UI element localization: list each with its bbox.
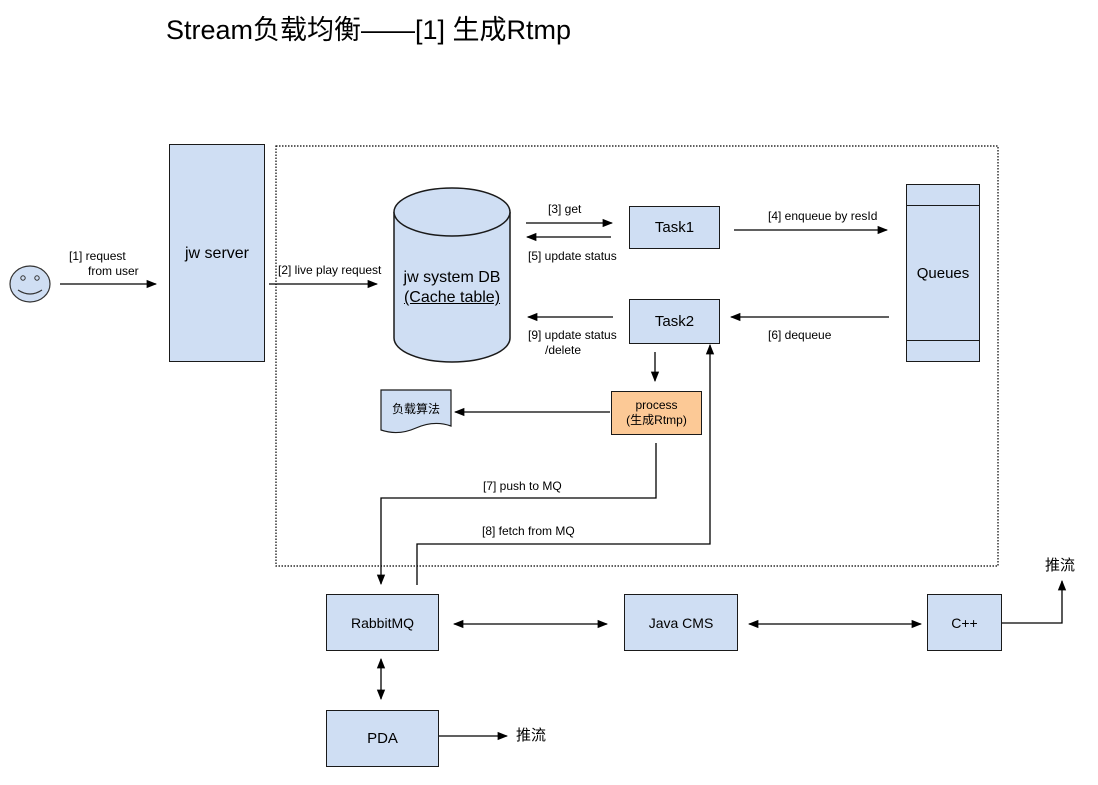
db-label: jw system DB (Cache table) <box>403 269 501 306</box>
edge-7-label: [7] push to MQ <box>483 479 562 493</box>
queues-node[interactable]: Queues <box>906 184 980 362</box>
cpp-push-arrow <box>1002 579 1067 624</box>
cpp-node[interactable]: C++ <box>927 594 1002 651</box>
edge-7-arrow <box>376 443 657 586</box>
system-boundary <box>275 145 999 567</box>
edge-1-label: [1] request from user <box>69 249 139 278</box>
task2-node[interactable]: Task2 <box>629 299 720 344</box>
edge-8-arrow <box>416 343 715 585</box>
jw-server-label: jw server <box>184 245 249 262</box>
edge-8-label: [8] fetch from MQ <box>482 524 575 538</box>
rabbitmq-node[interactable]: RabbitMQ <box>326 594 439 651</box>
cpp-push-stream-label: 推流 <box>1045 557 1076 574</box>
process-node[interactable]: process (生成Rtmp) <box>611 391 702 435</box>
task1-node[interactable]: Task1 <box>629 206 720 249</box>
database-cylinder <box>393 187 511 363</box>
java-cms-node[interactable]: Java CMS <box>624 594 738 651</box>
edge-4-label: [4] enqueue by resId <box>768 209 878 223</box>
queue-top-divider <box>907 205 979 206</box>
smiley-user-icon <box>9 265 51 303</box>
edge-5-label: [5] update status <box>528 249 617 263</box>
edge-6-label: [6] dequeue <box>768 328 832 342</box>
pda-push-stream-label: 推流 <box>516 727 547 744</box>
edge-2-label: [2] live play request <box>278 263 382 277</box>
algorithm-label: 负载算法 <box>391 402 440 416</box>
diagram-title: Stream负载均衡——[1] 生成Rtmp <box>166 15 572 45</box>
edge-9-label: [9] update status /delete <box>528 328 617 357</box>
queue-bottom-divider <box>907 340 979 341</box>
jw-server-node[interactable]: jw server <box>169 144 265 362</box>
pda-node[interactable]: PDA <box>326 710 439 767</box>
edge-3-label: [3] get <box>548 202 582 216</box>
algorithm-document-shape <box>380 389 452 434</box>
